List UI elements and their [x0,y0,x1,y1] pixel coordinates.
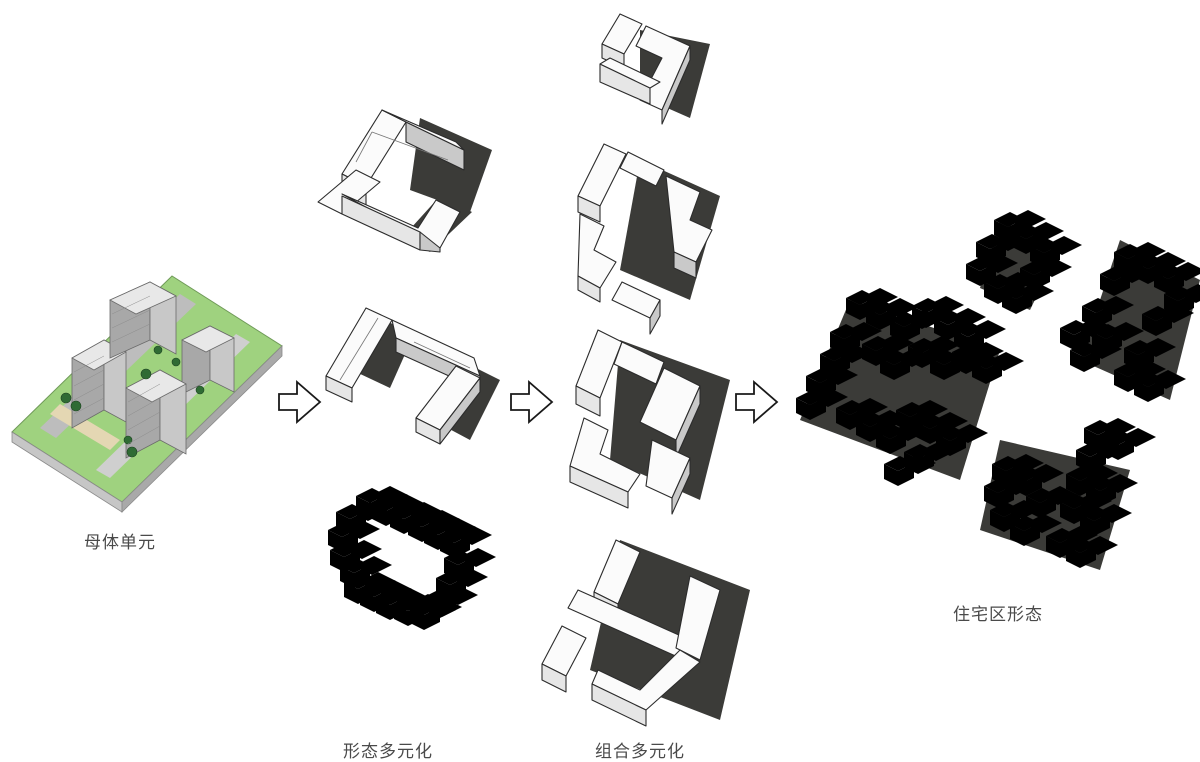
combo-variant-2 [577,143,720,335]
arrow-1-icon [278,380,322,424]
form-variant-cluster [328,486,496,630]
district-cluster-north [966,210,1082,314]
mother-tower-2 [109,281,177,359]
mother-unit-model [11,275,283,513]
combo-variant-3 [569,329,730,515]
arrow-2-icon [510,380,554,424]
form-variant-c-shape [317,109,492,253]
form-variant-bracket [325,307,500,445]
mother-tower-3 [181,325,235,395]
combination-diversification-caption: 组合多元化 [595,742,685,762]
form-diversification-caption: 形态多元化 [343,742,433,762]
residential-district-caption: 住宅区形态 [953,605,1043,625]
district-cluster-east [1060,240,1200,402]
combo-variant-4 [541,539,750,727]
district-cluster-south [980,418,1156,570]
district-cluster-west [796,288,1024,486]
combo-variant-1 [599,13,710,125]
mother-unit-caption: 母体单元 [84,533,156,553]
arrow-3-icon [735,380,779,424]
